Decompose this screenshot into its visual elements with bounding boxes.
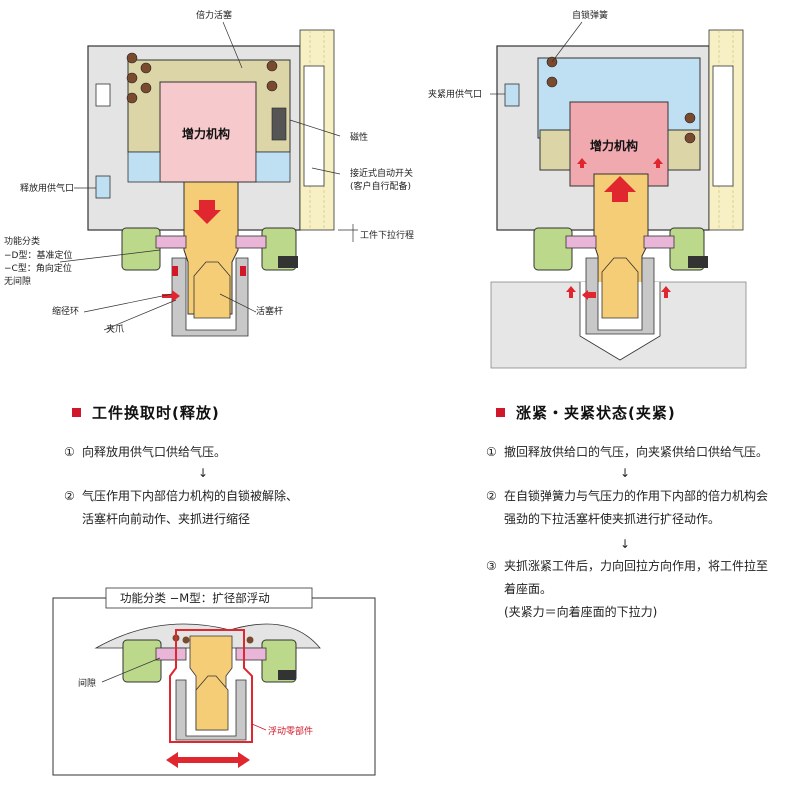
step-num: ① <box>486 445 497 459</box>
top-port <box>95 83 111 107</box>
clamp-description: 涨紧・夹紧状态(夹紧) ① 撤回释放供给口的气压，向夹紧供给口供给气压。 ↓ ②… <box>486 404 768 619</box>
double-arrow-icon <box>166 752 250 768</box>
label-proximity-switch: 接近式自动开关 <box>350 167 413 179</box>
release-description: 工件换取时(释放) ① 向释放用供气口供给气压。 ↓ ② 气压作用下内部倍力机构… <box>64 404 298 526</box>
right-labels <box>490 21 583 95</box>
booster-mechanism-right <box>569 101 669 187</box>
up-arrow-icon <box>604 176 636 202</box>
booster-mechanism <box>159 81 257 183</box>
release-air-chamber-2 <box>255 151 291 183</box>
magnet <box>271 107 287 141</box>
step-text: 向释放用供气口供给气压。 <box>82 444 226 459</box>
step-text: 着座面。 <box>504 581 552 596</box>
m-type-title: 功能分类 −M型：扩径部浮动 <box>120 591 270 605</box>
step-text: 在自锁弹簧力与气压力的作用下内部的倍力机构会 <box>504 488 768 503</box>
left-labels <box>59 21 358 331</box>
label-booster-piston: 倍力活塞 <box>196 9 232 21</box>
label-gap: 间隙 <box>78 677 96 689</box>
label-no-gap: 无间隙 <box>4 275 31 287</box>
label-func-class: 功能分类 <box>4 235 40 247</box>
m-type-title-bg <box>105 587 313 609</box>
step-num: ③ <box>486 559 497 573</box>
floating-part <box>169 629 253 743</box>
label-clamp-claw: 夹爪 <box>106 323 124 335</box>
label-release-port: 释放用供气口 <box>20 182 74 194</box>
clamp-claw <box>193 261 231 319</box>
label-d-type: −D型：基准定位 <box>4 249 72 261</box>
label-self-lock-spring: 自锁弹簧 <box>572 9 608 21</box>
label-piston-rod: 活塞杆 <box>256 305 283 317</box>
down-arrow-icon <box>193 200 221 224</box>
label-booster-mech-left: 增力机构 <box>182 126 230 141</box>
release-port <box>95 175 111 199</box>
bullet-square <box>72 408 81 417</box>
label-floating-part: 浮动零部件 <box>268 725 313 737</box>
step-arrow: ↓ <box>620 537 630 551</box>
label-clamp-port: 夹紧用供气口 <box>428 88 482 100</box>
label-booster-mech-right: 增力机构 <box>590 138 638 153</box>
step-arrow: ↓ <box>198 466 208 480</box>
step-text: 强劲的下拉活塞杆使夹抓进行扩径动作。 <box>504 511 720 526</box>
label-proximity-switch-note: (客户自行配备) <box>350 180 411 192</box>
step-text: 气压作用下内部倍力机构的自锁被解除、 <box>82 488 298 503</box>
m-type-green-left <box>122 639 162 683</box>
step-num: ① <box>64 445 75 459</box>
label-reduce-ring: 缩径环 <box>52 305 79 317</box>
clamp-title: 涨紧・夹紧状态(夹紧) <box>516 404 676 422</box>
pink-ring-left <box>155 235 187 249</box>
release-air-chamber <box>127 151 161 183</box>
spring-coil <box>278 256 298 268</box>
step-text: 活塞杆向前动作、夹抓进行缩径 <box>82 511 250 526</box>
step-arrow: ↓ <box>620 466 630 480</box>
proximity-switch <box>303 65 325 187</box>
step-text: 夹抓涨紧工件后，力向回拉方向作用，将工件拉至 <box>504 558 768 573</box>
clamp-port <box>504 83 520 107</box>
label-magnet: 磁性 <box>350 131 368 143</box>
green-block-left <box>121 227 161 271</box>
reduce-ring <box>171 257 249 337</box>
label-pull-stroke: 工件下拉行程 <box>360 229 414 241</box>
step-text: (夹紧力＝向着座面的下拉力) <box>504 604 657 619</box>
right-arrow-icon <box>162 290 180 302</box>
release-title: 工件换取时(释放) <box>92 404 220 422</box>
bullet-square <box>496 408 505 417</box>
m-type-box: 功能分类 −M型：扩径部浮动 间隙 浮动零部件 <box>52 587 376 776</box>
step-num: ② <box>486 489 497 503</box>
step-num: ② <box>64 489 75 503</box>
label-c-type: −C型：角向定位 <box>4 262 72 274</box>
pink-ring-right <box>235 235 267 249</box>
clamp-state-diagram <box>490 29 747 369</box>
step-text: 撤回释放供给口的气压，向夹紧供给口供给气压。 <box>504 444 768 459</box>
release-state-diagram <box>87 29 335 337</box>
